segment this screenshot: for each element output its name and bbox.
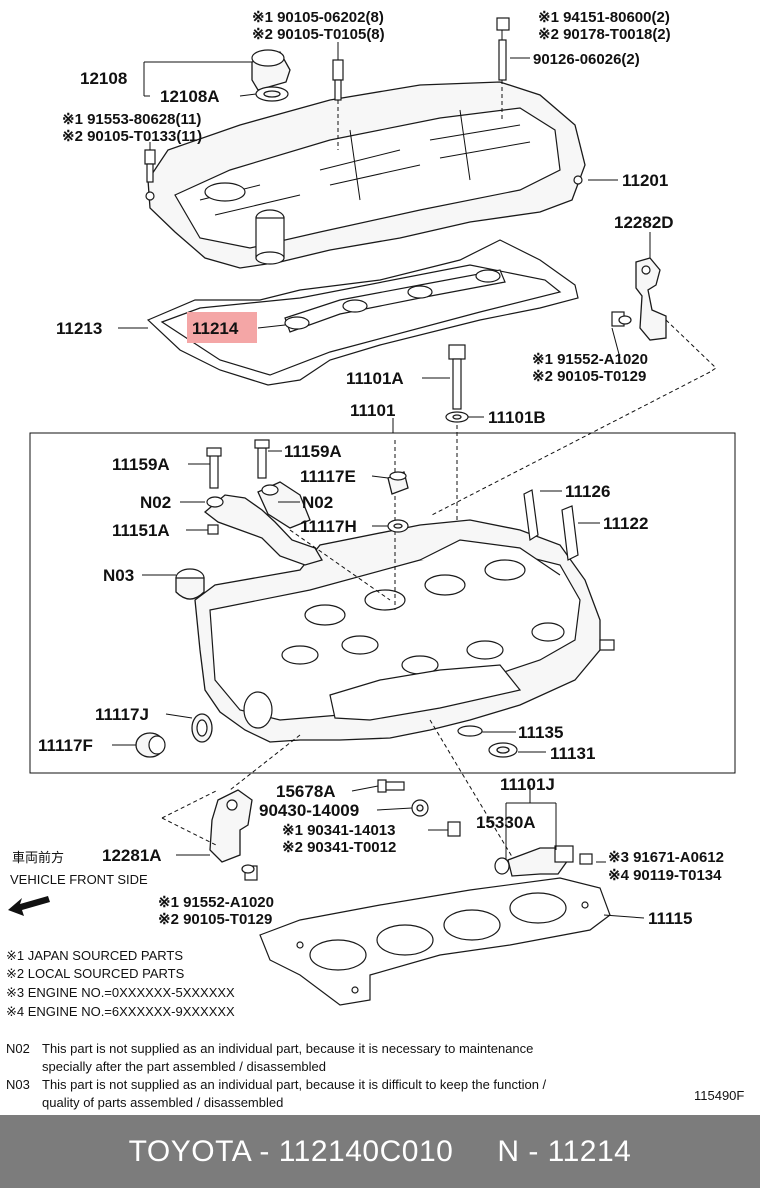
label-11159a-right: 11159A [284,442,342,461]
label-11101: 11101 [350,401,395,420]
note-n02-line1: This part is not supplied as an individu… [42,1041,533,1056]
cover-bolts [144,17,510,183]
label-90430-14009: 90430-14009 [259,801,359,820]
label-12281a: 12281A [102,846,162,865]
label-90178-t0018: ※2 90178-T0018(2) [538,26,671,43]
label-90105-t0105: ※2 90105-T0105(8) [252,26,385,43]
label-90105-06202: ※1 90105-06202(8) [252,9,384,26]
note-japan-sourced: ※1 JAPAN SOURCED PARTS [6,948,183,963]
label-11115: 11115 [648,909,692,928]
label-15330a: 15330A [476,813,536,832]
label-11213: 11213 [56,319,102,338]
label-91671-a0612: ※3 91671-A0612 [608,849,724,866]
label-15678a: 15678A [276,782,336,801]
label-11135: 11135 [518,723,563,742]
footer-bar: TOYOTA - 112140C010 N - 11214 [0,1115,760,1188]
label-n02-left: N02 [140,493,171,512]
note-n02-code: N02 [6,1041,30,1056]
label-90341-t0012: ※2 90341-T0012 [282,839,396,856]
note-n03-line1: This part is not supplied as an individu… [42,1077,547,1092]
plugs-upper [387,471,409,533]
camshaft-bearing-caps [175,439,391,601]
label-12282d: 12282D [614,213,674,232]
cylinder-head [194,425,615,871]
label-11117h: 11117H [300,517,357,536]
label-91552-a1020-rear: ※1 91552-A1020 [532,351,648,368]
label-11214: 11214 [192,319,239,338]
engine-hanger-front [161,734,301,881]
label-94151-80600: ※1 94151-80600(2) [538,9,670,26]
label-11131: 11131 [550,744,595,763]
label-90105-t0133: ※2 90105-T0133(11) [62,128,202,145]
label-90105-t0129-front: ※2 90105-T0129 [158,911,272,928]
label-11117e: 11117E [300,467,356,486]
head-bolt [445,344,469,423]
note-engine-no-4: ※4 ENGINE NO.=6XXXXXX-9XXXXXX [6,1004,235,1019]
footer-reference: N - 11214 [497,1134,632,1168]
parts-diagram: ※1 90105-06202(8) ※2 90105-T0105(8) ※1 9… [6,9,744,1110]
label-11122: 11122 [603,514,648,533]
label-12108a: 12108A [160,87,220,106]
label-90119-t0134: ※4 90119-T0134 [608,867,722,884]
engine-hanger-rear [611,257,667,341]
label-11159a-left: 11159A [112,455,170,474]
label-11101b: 11101B [488,408,546,427]
note-n02-line2: specially after the part assembled / dis… [42,1059,326,1074]
label-12108: 12108 [80,69,127,88]
label-11117f: 11117F [38,736,93,755]
label-90126-06026: 90126-06026(2) [533,51,640,68]
plugs-lower [135,713,213,758]
vehicle-front-en: VEHICLE FRONT SIDE [10,872,148,887]
cylinder-head-gasket [259,877,611,1006]
label-11126: 11126 [565,482,610,501]
label-11101j: 11101J [500,775,555,794]
label-90105-t0129-rear: ※2 90105-T0129 [532,368,646,385]
leader-lines [112,30,651,919]
vehicle-front-arrow [8,896,50,916]
oil-control-hardware [377,779,461,837]
diagram-code: 115490F [694,1088,744,1103]
footer-part-number: TOYOTA - 112140C010 [128,1134,454,1168]
assembly-bracket [29,432,736,774]
oil-filler-cap [251,49,291,102]
label-11201: 11201 [622,171,668,190]
label-11101a: 11101A [346,369,404,388]
label-n03: N03 [103,566,134,585]
label-n02-right: N02 [302,493,333,512]
spark-plug-tube-gasket [284,269,506,333]
note-engine-no-3: ※3 ENGINE NO.=0XXXXXX-5XXXXXX [6,985,235,1000]
label-11117j: 11117J [95,705,149,724]
note-n03-line2: quality of parts assembled / disassemble… [42,1095,283,1110]
hanger-rear-guide [429,319,717,517]
note-n03-code: N03 [6,1077,30,1092]
label-90341-14013: ※1 90341-14013 [282,822,396,839]
cylinder-head-cover [145,81,586,269]
oil-control-valve [494,802,593,877]
small-gaskets [457,725,518,758]
label-11151a: 11151A [112,521,170,540]
highlight-box [187,312,257,343]
label-91553-80628: ※1 91553-80628(11) [62,111,201,128]
label-91552-a1020-front: ※1 91552-A1020 [158,894,274,911]
studs [523,489,579,561]
vehicle-front-jp: 車両前方 [12,850,64,865]
note-local-sourced: ※2 LOCAL SOURCED PARTS [6,966,185,981]
